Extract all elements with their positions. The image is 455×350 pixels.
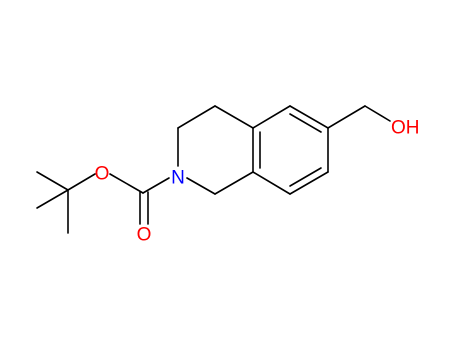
bond-c4a-to-c5 (252, 105, 291, 129)
nitrogen-label: N (171, 168, 185, 189)
bond-ester-oxygen-to-carbonyl (109, 173, 144, 194)
bond-c7-to-c8 (289, 171, 329, 195)
bond-tbu-to-ester-oxygen (67, 173, 96, 191)
bond-c7-to-c8-inner (289, 167, 322, 187)
carbonyl-oxygen-label: O (137, 225, 152, 246)
bond-c3-to-c4 (177, 105, 216, 129)
bond-ch2-to-oh (364, 105, 391, 122)
bond-c5-to-c6 (289, 105, 329, 129)
bond-c1-to-c8a (214, 171, 254, 195)
bond-tbu-methyl-top (36, 171, 69, 191)
bond-n-to-c1 (186, 177, 216, 195)
ester-oxygen-label: O (95, 164, 110, 185)
bond-c4-to-c4a (214, 105, 254, 129)
bond-carbonyl-to-nitrogen (142, 177, 170, 194)
bond-c6-to-ch2 (327, 105, 366, 129)
bond-c8-to-c8a (252, 171, 291, 195)
hydroxyl-label: OH (391, 118, 420, 139)
bond-c5-to-c6-inner (289, 113, 322, 133)
bond-tbu-methyl-left (36, 189, 69, 209)
